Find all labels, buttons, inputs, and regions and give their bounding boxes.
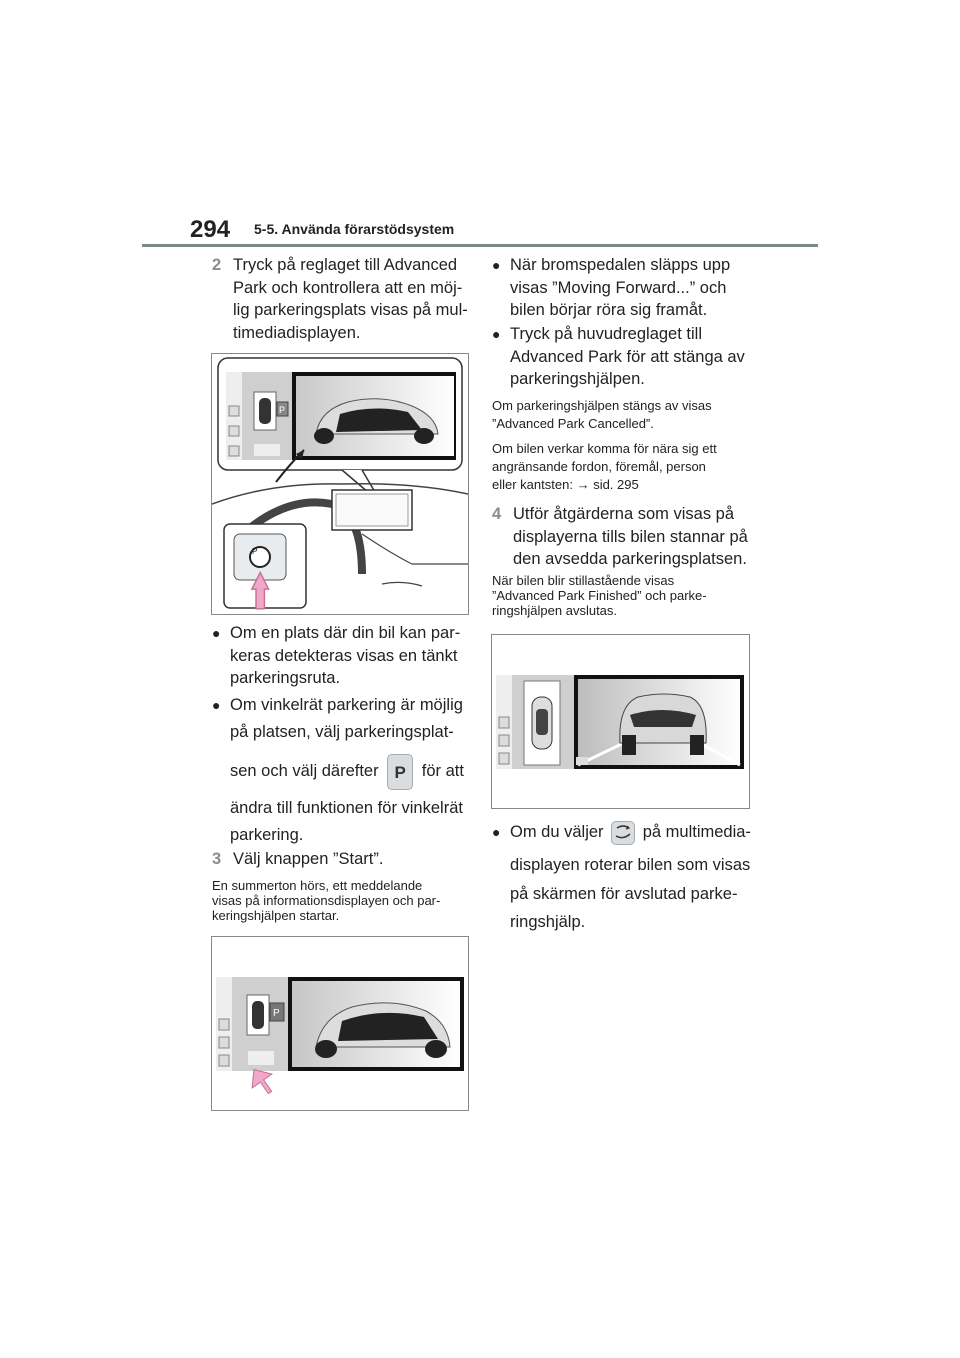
bullet-text-line: Advanced Park för att stänga av [510,347,745,366]
bullet-item: ● Tryck på huvudreglaget till Advanced P… [492,323,762,391]
bullet-text-line: ändra till funktionen för vinkelrät [230,799,463,817]
bullet-text-line: När bromspedalen släpps upp [510,256,731,274]
bullet-text-line: Om du väljer [510,823,604,841]
page-reference-link[interactable]: sid. 295 [593,477,639,492]
bullet-icon: ● [212,625,221,641]
bullet-item: ● Om en plats där din bil kan par- keras… [212,622,472,690]
bullet-text-line: parkeringsruta. [230,669,341,687]
step-text-line: den avsedda parkeringsplatsen. [513,550,747,568]
note-line: När bilen blir stillastående visas [492,573,675,588]
bullet-text-line: Om en plats där din bil kan par- [230,624,461,642]
start-screen-illustration: P [216,977,464,1095]
step-text-line: Välj knappen ”Start”. [233,850,384,868]
bullet-text-line: på platsen, välj parkeringsplat- [230,722,454,741]
note-line: ”Advanced Park Finished” och parke- [492,588,707,603]
step-text-line: Park och kontrollera att en möj- [233,278,463,297]
bullet-text-line: ringshjälp. [510,913,586,931]
note-line: visas på informationsdisplayen och par- [212,893,441,908]
step-number: 3 [212,850,222,868]
p-icon-label: P [394,762,406,782]
bullet-text-line: på multimedia- [642,823,751,841]
note-text: En summerton hörs, ett meddelande visas … [212,878,472,923]
step-text-line: timediadisplayen. [233,323,361,342]
note-text: Om bilen verkar komma för nära sig ett a… [492,440,762,494]
bullet-icon: ● [212,697,221,713]
note-text: När bilen blir stillastående visas ”Adva… [492,573,762,618]
perpendicular-parking-icon: P [387,753,414,790]
note-line: ringshjälpen avslutas. [492,603,618,618]
bullet-text-line: bilen börjar röra sig framåt. [510,301,708,319]
section-title: 5-5. Använda förarstödsystem [254,221,455,237]
figure-finished-screen [491,634,750,809]
bullet-text-line: Tryck på huvudreglaget till [510,325,702,343]
bullet-item: ● Om vinkelrät parkering är möjlig på pl… [212,694,472,846]
step-text-line: displayerna tills bilen stannar på [513,527,748,546]
reference-arrow-icon: → [576,477,590,492]
note-line: Om parkeringshjälpen stängs av visas [492,398,712,413]
step-number: 4 [492,505,502,523]
bullet-text-line: keras detekteras visas en tänkt [230,646,458,665]
bullet-text-line: parkeringshjälpen. [510,370,645,388]
svg-text:P: P [279,405,285,415]
note-line: Om bilen verkar komma för nära sig ett [492,441,717,456]
bullet-text-line: visas ”Moving Forward...” och [510,278,727,297]
step-text-line: Utför åtgärderna som visas på [513,505,735,523]
note-line: En summerton hörs, ett meddelande [212,878,423,893]
bullet-text-line: på skärmen för avslutad parke- [510,884,738,903]
step-4: 4 Utför åtgärderna som visas på displaye… [492,503,762,571]
bullet-text-line: sen och välj därefter [230,762,379,780]
bullet-icon: ● [492,824,501,840]
bullet-text-line: Om vinkelrät parkering är möjlig [230,696,463,714]
figure-start-screen: P [211,936,469,1111]
rotate-car-glyph [615,824,631,838]
svg-text:P: P [252,547,257,556]
bullet-icon: ● [492,326,501,342]
note-line: eller kantsten: [492,477,573,492]
note-line: angränsande fordon, föremål, person [492,459,706,474]
bullet-text-line: för att [421,762,464,780]
bullet-text-line: parkering. [230,825,304,844]
step-text-line: Tryck på reglaget till Advanced [233,256,458,274]
rotate-car-icon [611,820,636,845]
header-rule [142,244,818,247]
step-number: 2 [212,256,222,274]
bullet-text-line: displayen roterar bilen som visas [510,856,751,874]
bullet-item: ● När bromspedalen släpps upp visas ”Mov… [492,254,762,322]
step-3: 3 Välj knappen ”Start”. [212,848,472,871]
figure-dashboard: P P [211,353,469,615]
note-line: ”Advanced Park Cancelled”. [492,416,654,431]
page-number: 294 [190,216,231,243]
screen-p-button: P [273,1008,280,1019]
step-2: 2 Tryck på reglaget till Advanced Park o… [212,254,472,344]
note-line: keringshjälpen startar. [212,908,340,923]
step-text-line: lig parkeringsplats visas på mul- [233,301,468,319]
note-text: Om parkeringshjälpen stängs av visas ”Ad… [492,397,762,433]
bullet-item: ● Om du väljer på multimedia- displayen … [492,818,762,934]
dashboard-illustration: P P [211,357,469,610]
bullet-icon: ● [492,257,501,273]
finished-screen-illustration [496,675,744,769]
